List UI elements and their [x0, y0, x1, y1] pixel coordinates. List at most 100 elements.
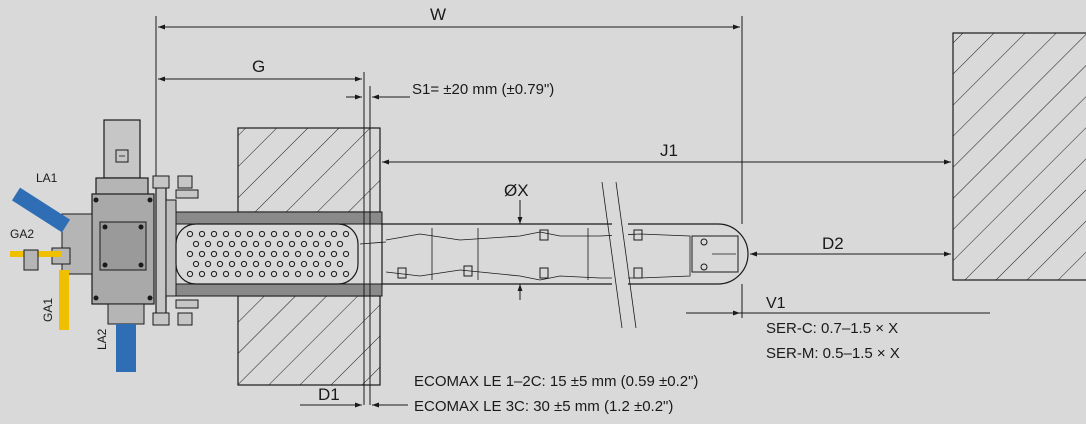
perforation-hole	[210, 230, 218, 238]
air-pipe-la1	[11, 187, 71, 233]
perforation-hole	[342, 230, 350, 238]
perforation-hole	[186, 230, 194, 238]
label-ga1: GA1	[41, 298, 55, 322]
perforation-hole	[330, 270, 338, 278]
perforation-hole	[312, 260, 320, 268]
perforation-hole	[318, 250, 326, 258]
wall-sleeve-top	[175, 211, 383, 225]
perforation-hole	[240, 240, 248, 248]
perforation-hole	[210, 250, 218, 258]
dimension-j1: J1	[382, 141, 951, 165]
perforation-hole	[222, 250, 230, 258]
perforation-hole	[288, 260, 296, 268]
label-j1: J1	[660, 141, 678, 160]
perforation-hole	[210, 270, 218, 278]
break-lines	[601, 181, 637, 329]
dimension-w: W	[155, 5, 743, 224]
flame-tube	[359, 223, 749, 285]
label-d2: D2	[822, 234, 844, 253]
perforation-hole	[336, 240, 344, 248]
perforation-hole	[222, 230, 230, 238]
perforation-hole	[270, 270, 278, 278]
dimension-d2: D2	[750, 234, 951, 257]
perforation-hole	[246, 270, 254, 278]
label-ga2: GA2	[10, 227, 34, 241]
perforation-hole	[294, 270, 302, 278]
perforation-hole	[252, 260, 260, 268]
perforation-hole	[276, 240, 284, 248]
perforation-hole	[282, 230, 290, 238]
burner-housing	[51, 119, 155, 325]
label-ecomax-1-2c: ECOMAX LE 1–2C: 15 ±5 mm (0.59 ±0.2")	[414, 373, 698, 390]
perforation-hole	[204, 240, 212, 248]
perforation-hole	[264, 260, 272, 268]
perforation-hole	[288, 240, 296, 248]
perforation-hole	[294, 230, 302, 238]
perforation-hole	[270, 250, 278, 258]
perforation-hole	[246, 250, 254, 258]
perforation-hole	[222, 270, 230, 278]
label-ecomax-3c: ECOMAX LE 3C: 30 ±5 mm (1.2 ±0.2")	[414, 398, 673, 415]
perforated-tube	[175, 223, 359, 285]
perforation-hole	[198, 250, 206, 258]
mounting-flange	[155, 177, 167, 319]
perforation-hole	[198, 270, 206, 278]
perforation-hole	[324, 260, 332, 268]
perforation-hole	[294, 250, 302, 258]
perforation-hole	[330, 250, 338, 258]
perforation-hole	[252, 240, 260, 248]
connection-pipes	[10, 187, 136, 372]
label-d1: D1	[318, 385, 340, 404]
perforation-hole	[324, 240, 332, 248]
perforation-hole	[186, 250, 194, 258]
perforation-hole	[186, 270, 194, 278]
perforation-hole	[258, 230, 266, 238]
perforation-hole	[276, 260, 284, 268]
perforation-hole	[192, 260, 200, 268]
perforation-hole	[306, 250, 314, 258]
perforation-hole	[306, 230, 314, 238]
perforation-hole	[342, 270, 350, 278]
wall-sleeve-bottom	[175, 283, 383, 297]
perforation-hole	[234, 230, 242, 238]
perforation-hole	[300, 240, 308, 248]
label-v1: V1	[766, 295, 786, 312]
dimension-ox: ØX	[504, 181, 529, 300]
perforation-hole	[318, 270, 326, 278]
perforation-hole	[216, 240, 224, 248]
label-ser-c: SER-C: 0.7–1.5 × X	[766, 320, 898, 337]
perforation-hole	[342, 250, 350, 258]
flange-bolts	[152, 175, 199, 326]
label-la1: LA1	[36, 171, 58, 185]
perforation-hole	[246, 230, 254, 238]
perforation-hole	[336, 260, 344, 268]
perforation-hole	[306, 270, 314, 278]
perforation-hole	[228, 240, 236, 248]
dimension-v1: V1 SER-C: 0.7–1.5 × X SER-M: 0.5–1.5 × X	[686, 284, 990, 362]
perforation-hole	[282, 250, 290, 258]
dimension-g: G	[158, 57, 371, 405]
perforation-hole	[228, 260, 236, 268]
label-w: W	[430, 5, 446, 24]
perforation-hole	[240, 260, 248, 268]
perforation-hole	[300, 260, 308, 268]
opposite-wall-hatched	[952, 32, 1086, 281]
perforation-hole	[198, 230, 206, 238]
perforation-hole	[192, 240, 200, 248]
label-ser-m: SER-M: 0.5–1.5 × X	[766, 345, 900, 362]
label-ox: ØX	[504, 181, 529, 200]
perforation-hole	[312, 240, 320, 248]
perforation-hole	[270, 230, 278, 238]
perforation-hole	[282, 270, 290, 278]
perforation-hole	[264, 240, 272, 248]
perforation-hole	[258, 250, 266, 258]
perforation-hole	[330, 230, 338, 238]
perforation-hole	[258, 270, 266, 278]
perforation-hole	[204, 260, 212, 268]
perforation-hole	[216, 260, 224, 268]
label-g: G	[252, 57, 265, 76]
dimension-d1: D1 ECOMAX LE 1–2C: 15 ±5 mm (0.59 ±0.2")…	[300, 373, 698, 415]
dimension-s1: S1= ±20 mm (±0.79")	[346, 81, 554, 100]
